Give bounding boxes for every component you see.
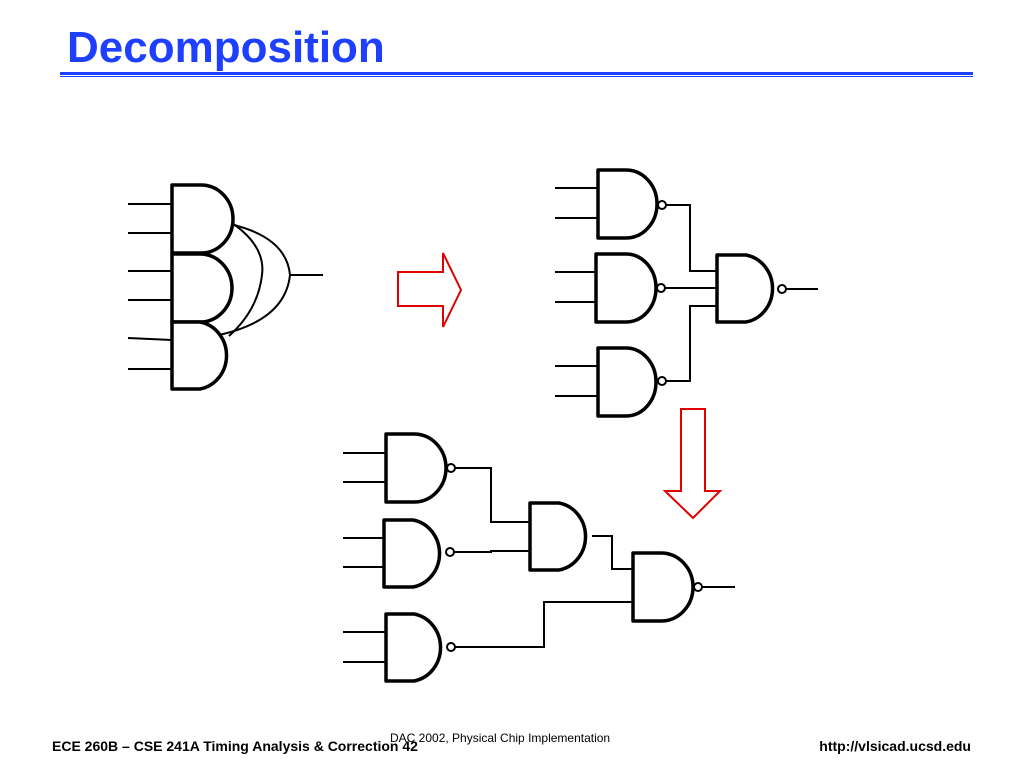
and-gate (170, 320, 229, 391)
and-gate (170, 252, 234, 324)
original-circuit (127, 183, 323, 391)
nand-gate (384, 432, 448, 504)
inverter-bubble (657, 376, 667, 386)
nand-tree-step1 (555, 168, 818, 418)
right-arrow-icon (397, 252, 463, 328)
nand-gate (596, 346, 658, 418)
nand-gate (631, 551, 695, 623)
nand-gate (594, 252, 658, 324)
inverter-bubble (446, 463, 456, 473)
footer-course-label: ECE 260B – CSE 241A Timing Analysis & Co… (52, 738, 418, 754)
inverter-bubble (777, 284, 787, 294)
inverter-bubble (693, 582, 703, 592)
inverter-bubble (657, 200, 667, 210)
inverter-bubble (445, 547, 455, 557)
input-wire (127, 203, 173, 370)
down-arrow-icon (662, 408, 723, 520)
nand-gate (382, 518, 442, 589)
nand-gate (596, 168, 659, 240)
footer-conference-label: DAC 2002, Physical Chip Implementation (390, 731, 611, 745)
nand-tree-step2 (343, 432, 735, 683)
inverter-bubble (446, 642, 456, 652)
or-gate-arc (228, 220, 264, 337)
slide-title: Decomposition (67, 23, 385, 72)
inverter-bubble (656, 283, 666, 293)
nand-gate (384, 612, 443, 683)
and-gate (528, 501, 588, 572)
nand-gate (715, 253, 775, 324)
title-underline (60, 72, 973, 77)
footer-url[interactable]: http://vlsicad.ucsd.edu (819, 738, 971, 754)
and-gate (170, 183, 235, 255)
